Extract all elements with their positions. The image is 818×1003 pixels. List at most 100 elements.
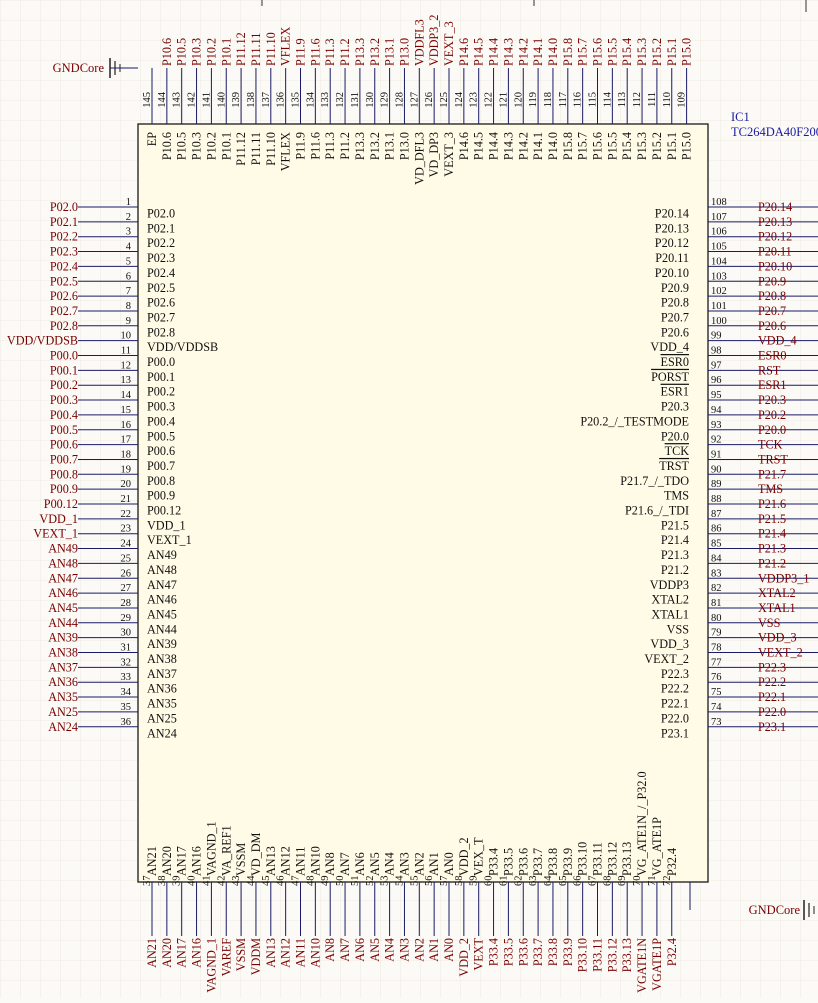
net-label[interactable]: AN36 [48, 675, 78, 689]
net-label[interactable]: AN47 [48, 571, 78, 585]
net-label[interactable]: ESR0 [758, 349, 786, 363]
net-label[interactable]: P00.7 [50, 452, 78, 466]
net-label[interactable]: AN38 [48, 646, 78, 660]
net-label[interactable]: P20.3 [758, 393, 786, 407]
net-label[interactable]: P11.6 [308, 38, 322, 66]
net-label[interactable]: P21.6 [758, 497, 786, 511]
component-designator[interactable]: IC1 [731, 110, 750, 124]
net-label[interactable]: AN12 [279, 938, 293, 968]
net-label[interactable]: TCK [758, 438, 783, 452]
net-label[interactable]: P02.0 [50, 200, 78, 214]
net-label[interactable]: AN11 [294, 938, 308, 967]
net-label[interactable]: P00.12 [44, 497, 78, 511]
net-label[interactable]: VGATE1P [650, 938, 664, 991]
net-label[interactable]: P33.13 [620, 938, 634, 972]
net-label[interactable]: RST [758, 363, 781, 377]
net-label[interactable]: P15.5 [605, 38, 619, 66]
net-label[interactable]: P10.2 [204, 38, 218, 66]
net-label[interactable]: P22.2 [758, 675, 786, 689]
net-label[interactable]: P20.2 [758, 408, 786, 422]
net-label[interactable]: P33.4 [487, 938, 501, 966]
net-label[interactable]: AN20 [160, 938, 174, 968]
net-label[interactable]: AN24 [48, 720, 78, 734]
net-label[interactable]: P33.8 [546, 938, 560, 966]
net-label[interactable]: AN4 [383, 938, 397, 962]
net-label[interactable]: AN17 [175, 938, 189, 968]
net-label[interactable]: P33.10 [576, 938, 590, 972]
net-label[interactable]: P00.6 [50, 438, 78, 452]
net-label[interactable]: P23.1 [758, 720, 786, 734]
net-label[interactable]: P02.6 [50, 289, 78, 303]
net-label[interactable]: P20.8 [758, 289, 786, 303]
net-label[interactable]: AN0 [442, 938, 456, 962]
net-label[interactable]: AN3 [397, 938, 411, 962]
net-label[interactable]: P02.5 [50, 274, 78, 288]
net-label[interactable]: AN6 [353, 938, 367, 962]
net-label[interactable]: P22.3 [758, 660, 786, 674]
net-label[interactable]: P33.12 [605, 938, 619, 972]
net-label[interactable]: P21.2 [758, 556, 786, 570]
net-label[interactable]: P02.4 [50, 259, 78, 273]
net-label[interactable]: VAGND_1 [204, 938, 218, 993]
net-label[interactable]: P33.9 [561, 938, 575, 966]
net-label[interactable]: P00.5 [50, 423, 78, 437]
net-label[interactable]: VDD_3 [758, 631, 797, 645]
net-label[interactable]: P15.4 [620, 38, 634, 66]
net-label[interactable]: P00.8 [50, 467, 78, 481]
net-label[interactable]: P00.2 [50, 378, 78, 392]
net-label[interactable]: P14.4 [487, 38, 501, 66]
net-label[interactable]: VFLEX [279, 27, 293, 66]
